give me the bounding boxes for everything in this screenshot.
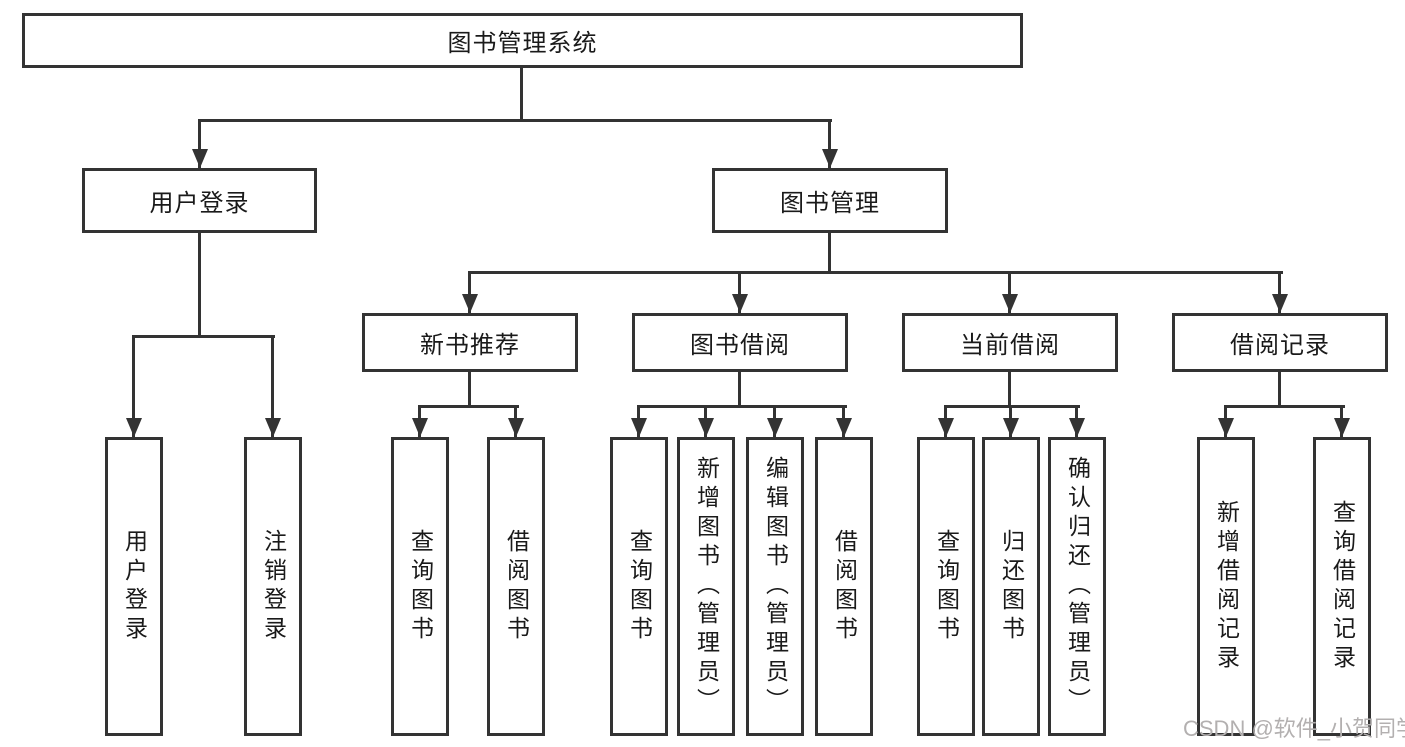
node-root-system: 图书管理系统 [22,13,1023,68]
arrow-down-icon [822,149,838,168]
arrow-down-icon [192,149,208,168]
connector-line [468,271,471,313]
leaf-logout: 注销登录 [244,437,302,736]
leaf-query-books: 查询图书 [917,437,975,736]
node-current-borrow: 当前借阅 [902,313,1118,372]
arrow-down-icon [126,418,142,437]
connector-line [738,372,741,405]
connector-line [520,68,523,122]
leaf-add-books-admin: 新增图书（管理员） [677,437,735,736]
connector-line [944,405,1080,408]
connector-line [828,233,831,271]
connector-line [132,335,275,338]
node-book-borrow: 图书借阅 [632,313,848,372]
connector-line [198,233,201,335]
connector-line [637,405,847,408]
arrow-down-icon [265,418,281,437]
arrow-down-icon [698,418,714,437]
arrow-down-icon [1069,418,1085,437]
arrow-down-icon [1003,418,1019,437]
node-book-management: 图书管理 [712,168,948,233]
leaf-query-books: 查询图书 [391,437,449,736]
connector-line [1008,271,1011,313]
arrow-down-icon [1272,294,1288,313]
connector-line [468,271,1283,274]
connector-line [828,119,831,168]
leaf-return-books: 归还图书 [982,437,1040,736]
connector-line [271,335,274,437]
arrow-down-icon [1218,418,1234,437]
leaf-query-borrow-record: 查询借阅记录 [1313,437,1371,736]
arrow-down-icon [836,418,852,437]
connector-line [418,405,519,408]
leaf-borrow-books: 借阅图书 [487,437,545,736]
arrow-down-icon [1334,418,1350,437]
node-user-login: 用户登录 [82,168,317,233]
watermark-text: CSDN @软件_小贺同学 [1183,716,1405,741]
connector-line [1278,271,1281,313]
node-borrow-records: 借阅记录 [1172,313,1388,372]
node-new-book-recommend: 新书推荐 [362,313,578,372]
connector-line [1008,372,1011,405]
arrow-down-icon [732,294,748,313]
arrow-down-icon [412,418,428,437]
connector-line [1278,372,1281,405]
leaf-user-login: 用户登录 [105,437,163,736]
connector-line [198,119,832,122]
arrow-down-icon [462,294,478,313]
connector-line [468,372,471,405]
connector-line [1224,405,1345,408]
connector-line [132,335,135,437]
arrow-down-icon [767,418,783,437]
arrow-down-icon [1002,294,1018,313]
arrow-down-icon [938,418,954,437]
leaf-add-borrow-record: 新增借阅记录 [1197,437,1255,736]
connector-line [198,119,201,168]
connector-line [738,271,741,313]
arrow-down-icon [631,418,647,437]
leaf-borrow-books: 借阅图书 [815,437,873,736]
leaf-query-books: 查询图书 [610,437,668,736]
arrow-down-icon [508,418,524,437]
leaf-confirm-return-admin: 确认归还（管理员） [1048,437,1106,736]
leaf-edit-books-admin: 编辑图书（管理员） [746,437,804,736]
